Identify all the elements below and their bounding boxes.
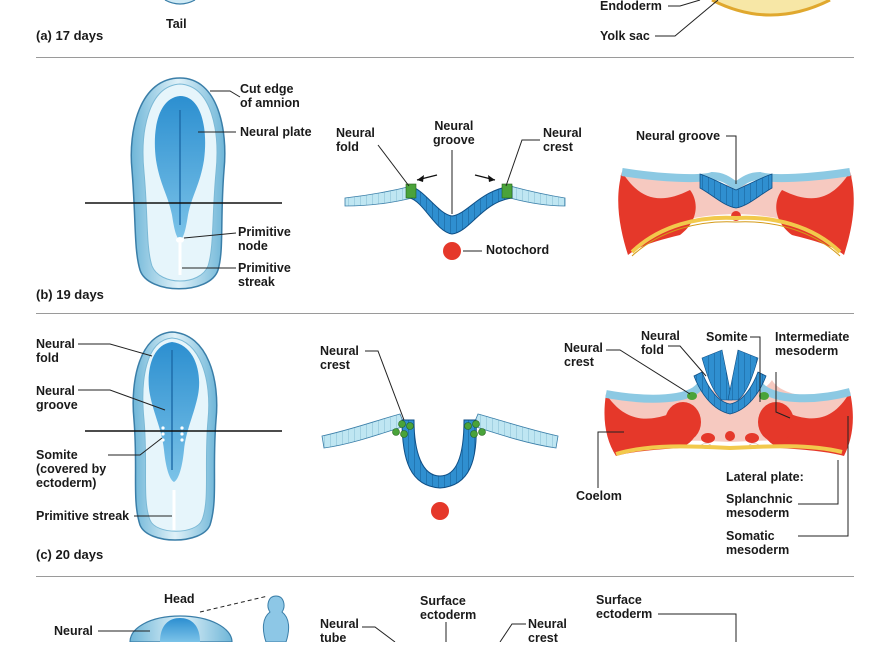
leader-cut-edge	[210, 90, 241, 98]
label-neural-fold-c: Neural fold	[36, 337, 75, 365]
zoom-dashed-line	[199, 595, 269, 613]
leader-neural-tube-d	[362, 626, 396, 642]
leader-intermediate-mesoderm	[775, 372, 791, 419]
panel-d-embryo-head	[129, 615, 233, 642]
label-primitive-streak-c: Primitive streak	[36, 509, 130, 523]
endoderm-leader	[668, 0, 701, 7]
divider-c-d	[36, 576, 854, 577]
label-notochord: Notochord	[486, 243, 550, 257]
leader-somite-c-right	[750, 336, 761, 402]
label-neural-crest-d: Neural crest	[528, 617, 567, 645]
label-neural-groove-c: Neural groove	[36, 384, 78, 412]
leader-neural-fold-c-right	[668, 345, 707, 377]
label-neural-tube-d: Neural tube	[320, 617, 359, 645]
panel-b-neural-plate-section	[344, 183, 566, 260]
label-yolk-sac: Yolk sac	[600, 29, 650, 43]
divider-a-b	[36, 57, 854, 58]
leader-neural-groove-c	[78, 389, 166, 411]
leader-neural-crest-c-right	[606, 349, 691, 395]
label-intermediate-mesoderm: Intermediate mesoderm	[775, 330, 850, 358]
leader-splanchnic	[798, 460, 839, 505]
panel-b-embryo-top-view	[130, 77, 226, 290]
label-somatic-mesoderm: Somatic mesoderm	[726, 529, 790, 557]
panel-a-tail-stub	[164, 0, 196, 5]
label-head: Head	[164, 592, 195, 606]
panel-c-embryo-cross-section	[604, 349, 853, 456]
label-neural-fold-c-right: Neural fold	[641, 329, 680, 357]
leader-neural-groove-section	[726, 135, 737, 184]
leader-neural-crest-d	[499, 623, 526, 642]
label-primitive-node: Primitive node	[238, 225, 291, 253]
panel-c-embryo-top-view	[132, 331, 218, 541]
label-lateral-plate: Lateral plate:	[726, 470, 804, 484]
leader-neural-fold-c	[78, 343, 153, 357]
label-somite: Somite	[706, 330, 748, 344]
yolk-sac-leader	[655, 0, 719, 37]
label-neural-groove-b: Neural groove	[433, 119, 475, 147]
panel-b-embryo-cross-section	[618, 168, 854, 257]
label-neural-crest-b: Neural crest	[543, 126, 582, 154]
leader-coelom	[597, 431, 624, 488]
label-cut-edge-of-amnion: Cut edge of amnion	[240, 82, 300, 110]
label-surface-ectoderm-d: Surface ectoderm	[420, 594, 477, 622]
panel-c-neural-fold-section	[321, 413, 559, 520]
label-neural-plate: Neural plate	[240, 125, 312, 139]
label-endoderm: Endoderm	[600, 0, 662, 13]
panel-a-yolk-sac	[711, 0, 831, 17]
leader-neural-crest-c-mid	[365, 350, 405, 421]
stage-label-b: (b) 19 days	[36, 287, 104, 302]
leader-primitive-node	[183, 232, 237, 239]
stage-label-c: (c) 20 days	[36, 547, 104, 562]
label-neural-d: Neural	[54, 624, 93, 638]
label-tail: Tail	[166, 17, 187, 31]
label-neural-fold-b: Neural fold	[336, 126, 375, 154]
leader-somatic	[798, 416, 849, 537]
label-neural-groove-section: Neural groove	[636, 129, 721, 143]
label-neural-crest-c-right: Neural crest	[564, 341, 603, 369]
panel-d-small-embryo	[262, 595, 290, 642]
label-somite-covered: Somite (covered by ectoderm)	[36, 448, 107, 490]
leader-somite-c	[108, 437, 163, 456]
label-primitive-streak-b: Primitive streak	[238, 261, 291, 289]
leader-neural-crest-b	[505, 139, 540, 187]
leader-surface-ectoderm-d-right	[658, 613, 737, 642]
label-surface-ectoderm-d-right: Surface ectoderm	[596, 593, 653, 621]
label-splanchnic-mesoderm: Splanchnic mesoderm	[726, 492, 793, 520]
stage-label-a: (a) 17 days	[36, 28, 104, 43]
label-neural-crest-c-mid: Neural crest	[320, 344, 359, 372]
label-coelom: Coelom	[576, 489, 622, 503]
leader-neural-fold-b	[377, 144, 410, 187]
divider-b-c	[36, 313, 854, 314]
